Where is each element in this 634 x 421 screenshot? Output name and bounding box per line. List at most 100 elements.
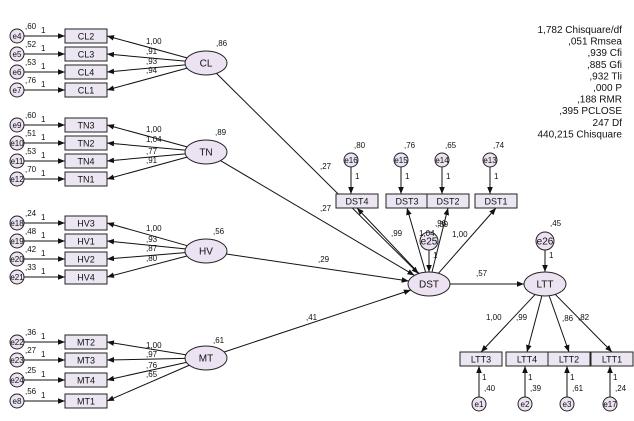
fixed-weight-e5: 1 — [41, 44, 46, 53]
error-label-e17: e17 — [603, 400, 617, 409]
error-label-e16: e16 — [344, 156, 358, 165]
loading-arrow-HV2 — [106, 252, 186, 262]
loading-value-LTT2: ,86 — [562, 314, 574, 323]
disturbance-label-e26: e26 — [537, 237, 554, 248]
error-term-e20 — [9, 251, 25, 267]
indicator-label-CL2: CL2 — [78, 32, 95, 42]
error-variance-e3: ,61 — [572, 384, 584, 393]
indicator-label-MT2: MT2 — [77, 338, 95, 348]
indicator-label-CL1: CL1 — [78, 86, 95, 96]
loading-arrow-HV4 — [106, 255, 188, 278]
error-label-e19: e19 — [10, 237, 24, 246]
disturbance-variance-e26: ,45 — [550, 219, 562, 228]
error-variance-e20: ,42 — [25, 245, 37, 254]
indicator-label-TN4: TN4 — [77, 157, 94, 167]
path-coef-HV-DST: ,29 — [318, 255, 330, 264]
indicator-label-DST1: DST1 — [484, 197, 507, 207]
latent-r2-HV: ,56 — [213, 227, 225, 236]
fixed-weight-e17: 1 — [613, 373, 618, 382]
indicator-box-HV4 — [64, 269, 108, 285]
fit-stat-line: ,939 Cfi — [588, 48, 622, 59]
error-label-e14: e14 — [435, 156, 449, 165]
error-variance-e16: ,80 — [354, 141, 366, 150]
latent-label-HV: HV — [199, 247, 213, 258]
disturbance-weight-e25: 1 — [433, 251, 438, 260]
error-term-e1 — [471, 396, 487, 412]
loading-value-TN1: ,91 — [146, 156, 158, 165]
error-variance-e18: ,24 — [25, 209, 37, 218]
indicator-label-TN3: TN3 — [77, 121, 94, 131]
latent-LTT — [523, 271, 567, 297]
error-term-e6 — [9, 64, 25, 80]
error-label-e12: e12 — [10, 175, 24, 184]
latent-label-MT: MT — [199, 354, 213, 365]
indicator-label-LTT2: LTT2 — [559, 355, 579, 365]
loading-value-CL1: ,94 — [146, 66, 158, 75]
fixed-weight-e13: 1 — [494, 172, 499, 181]
path-arrow-HV-DST — [226, 253, 409, 283]
error-label-e6: e6 — [13, 68, 22, 77]
error-term-e4 — [9, 28, 25, 44]
error-label-e8: e8 — [13, 397, 22, 406]
disturbance-weight-e26: 1 — [549, 251, 554, 260]
error-label-e2: e2 — [521, 400, 530, 409]
error-term-e13 — [482, 152, 498, 168]
indicator-box-CL1 — [64, 82, 108, 98]
path-coef-MT-DST: ,41 — [306, 313, 318, 322]
error-term-e8 — [9, 393, 25, 409]
indicator-label-CL4: CL4 — [78, 68, 95, 78]
loading-value-HV4: ,80 — [146, 254, 158, 263]
loading-value-DST2: ,96 — [435, 219, 447, 228]
loading-value-HV1: ,93 — [146, 235, 158, 244]
error-label-e13: e13 — [483, 156, 497, 165]
loading-value-MT2: 1,00 — [146, 341, 162, 350]
error-term-e15 — [393, 152, 409, 168]
indicator-label-LTT4: LTT4 — [517, 355, 537, 365]
error-variance-e8: ,56 — [25, 387, 37, 396]
latent-CL — [184, 50, 228, 76]
error-term-e19 — [9, 233, 25, 249]
indicator-label-TN1: TN1 — [77, 175, 94, 185]
latent-label-DST: DST — [419, 280, 439, 291]
indicator-box-CL3 — [64, 46, 108, 62]
error-variance-e7: ,76 — [25, 76, 37, 85]
loading-arrow-CL4 — [106, 64, 186, 75]
loading-value-CL4: ,93 — [146, 57, 158, 66]
loading-arrow-LTT2 — [548, 295, 570, 353]
error-label-e1: e1 — [475, 400, 484, 409]
indicator-box-LTT1 — [590, 351, 634, 367]
fixed-weight-e16: 1 — [355, 172, 360, 181]
loading-arrow-DST2 — [431, 207, 450, 273]
error-variance-e12: ,70 — [25, 165, 37, 174]
fit-stat-line: 440,215 Chisquare — [537, 129, 622, 140]
loading-arrow-CL3 — [106, 51, 186, 62]
fit-stat-line: 247 Df — [593, 118, 623, 129]
indicator-box-LTT3 — [459, 351, 503, 367]
latent-TN — [184, 139, 228, 165]
path-coef-DST-LTT: ,57 — [476, 269, 488, 278]
indicator-box-TN1 — [64, 171, 108, 187]
loading-value-TN2: 1,04 — [146, 135, 162, 144]
indicator-label-DST4: DST4 — [345, 197, 368, 207]
error-term-e9 — [9, 117, 25, 133]
path-arrow-CL-DST — [216, 73, 419, 274]
indicator-box-HV1 — [64, 233, 108, 249]
error-label-e15: e15 — [394, 156, 408, 165]
error-variance-e2: ,39 — [530, 384, 542, 393]
error-variance-e24: ,25 — [25, 366, 37, 375]
error-term-e2 — [517, 396, 533, 412]
loading-value-HV2: ,87 — [146, 244, 158, 253]
error-label-e4: e4 — [13, 32, 22, 41]
error-term-e21 — [9, 269, 25, 285]
loading-arrow-TN1 — [106, 156, 188, 180]
disturbance-e25 — [419, 231, 439, 251]
indicator-label-HV3: HV3 — [77, 219, 95, 229]
fixed-weight-e4: 1 — [41, 26, 46, 35]
error-label-e20: e20 — [10, 255, 24, 264]
fit-stat-line: ,000 P — [593, 83, 622, 94]
error-variance-e4: ,60 — [25, 22, 37, 31]
indicator-box-TN2 — [64, 135, 108, 151]
indicator-box-MT1 — [64, 393, 108, 409]
fit-stat-line: ,051 Rmsea — [568, 37, 622, 48]
